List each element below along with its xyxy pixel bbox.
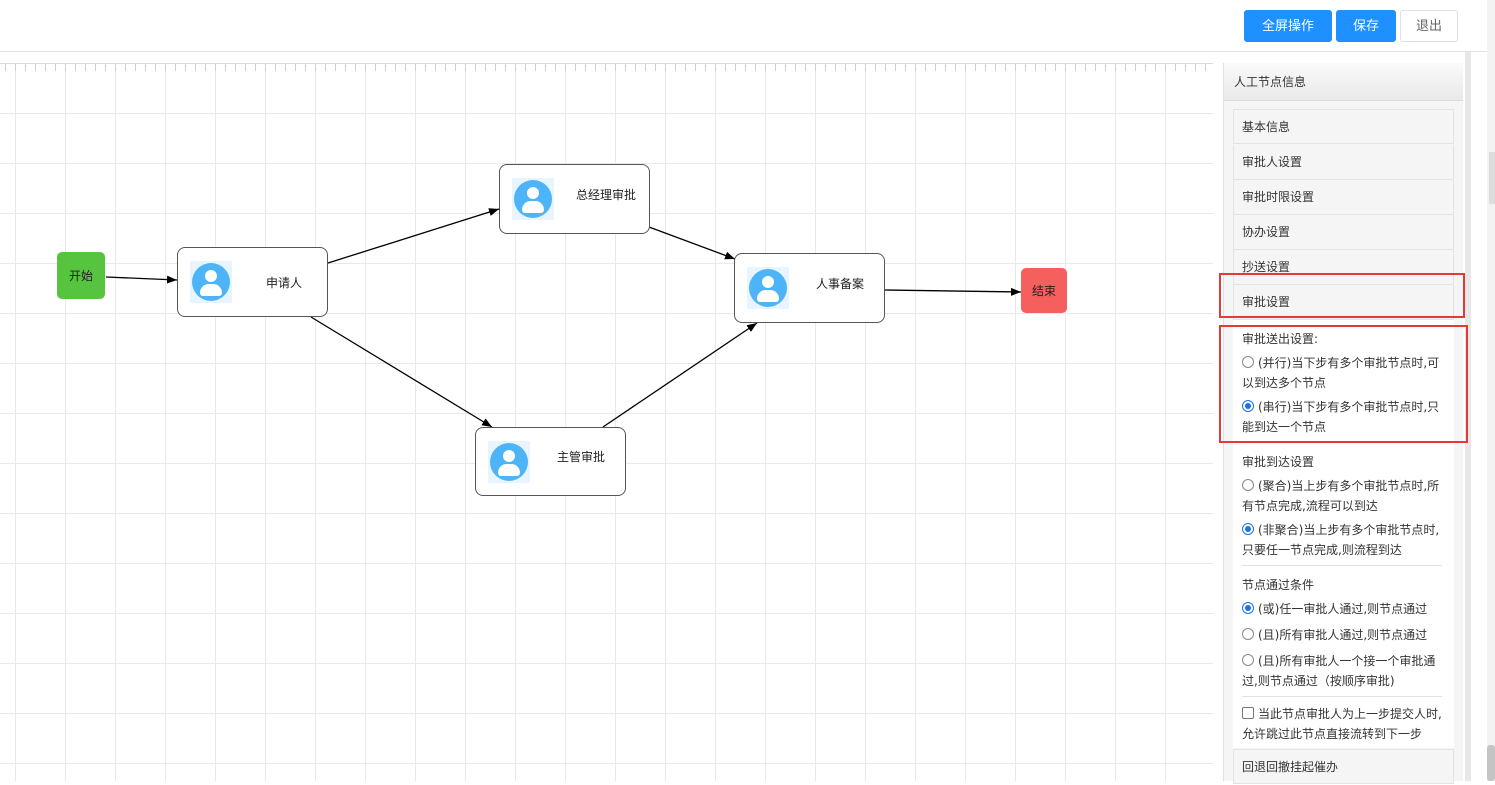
radio-and-sequential[interactable] — [1242, 654, 1254, 666]
collapse-tab[interactable] — [1489, 152, 1495, 204]
panel-title: 人工节点信息 — [1224, 63, 1463, 101]
arrive-title: 审批到达设置 — [1242, 455, 1315, 469]
node-label: 申请人 — [266, 275, 303, 290]
option-and-sequential-label: (且)所有审批人一个接一个审批通过,则节点通过（按顺序审批) — [1242, 654, 1436, 688]
save-button[interactable]: 保存 — [1336, 10, 1396, 42]
option-or-any[interactable]: (或)任一审批人通过,则节点通过 — [1242, 599, 1442, 619]
highlight-box — [1219, 325, 1468, 443]
user-avatar-icon — [190, 261, 232, 303]
option-non-merge-label: (非聚合)当上步有多个审批节点时,只要任一节点完成,则流程到达 — [1242, 523, 1440, 557]
radio-serial[interactable] — [1242, 400, 1254, 412]
divider — [1242, 696, 1442, 697]
node-hr-filing[interactable]: 人事备案 — [734, 253, 885, 323]
option-non-merge[interactable]: (非聚合)当上步有多个审批节点时,只要任一节点完成,则流程到达 — [1242, 520, 1442, 560]
radio-non-merge[interactable] — [1242, 523, 1254, 535]
scrollbar-thumb[interactable] — [1487, 745, 1495, 781]
user-avatar-icon — [488, 441, 530, 483]
section-assist-settings[interactable]: 协办设置 — [1233, 215, 1454, 250]
node-label: 人事备案 — [816, 276, 865, 291]
option-skip-label: 当此节点审批人为上一步提交人时,允许跳过此节点直接流转到下一步 — [1242, 707, 1442, 741]
user-avatar-icon — [747, 267, 789, 309]
checkbox-skip[interactable] — [1242, 707, 1254, 719]
option-merge-label: (聚合)当上步有多个审批节点时,所有节点完成,流程可以到达 — [1242, 479, 1440, 513]
section-rollback[interactable]: 回退回撤挂起催办 — [1233, 749, 1454, 784]
node-label: 主管审批 — [557, 450, 606, 464]
property-panel: 人工节点信息 基本信息 审批人设置 审批时限设置 协办设置 抄送设置 审批设置 … — [1219, 63, 1468, 784]
highlight-box — [1219, 273, 1465, 318]
radio-and-all[interactable] — [1242, 628, 1254, 640]
section-approval-settings[interactable]: 审批设置 — [1233, 285, 1454, 320]
radio-merge[interactable] — [1242, 479, 1254, 491]
node-supervisor-approval[interactable]: 主管审批 — [475, 427, 626, 496]
option-or-any-label: (或)任一审批人通过,则节点通过 — [1258, 602, 1428, 616]
top-toolbar: 全屏操作 保存 退出 — [0, 0, 1495, 52]
option-serial[interactable]: (串行)当下步有多个审批节点时,只能到达一个节点 — [1242, 397, 1442, 437]
panel-scrollbar[interactable] — [1465, 52, 1471, 781]
radio-parallel[interactable] — [1242, 356, 1254, 368]
option-and-all[interactable]: (且)所有审批人通过,则节点通过 — [1242, 625, 1442, 645]
node-gm-approval[interactable]: 总经理审批 — [499, 164, 650, 234]
section-basic-info[interactable]: 基本信息 — [1233, 109, 1454, 144]
option-parallel-label: (并行)当下步有多个审批节点时,可以到达多个节点 — [1242, 356, 1440, 390]
option-parallel[interactable]: (并行)当下步有多个审批节点时,可以到达多个节点 — [1242, 353, 1442, 393]
fullscreen-button[interactable]: 全屏操作 — [1244, 10, 1332, 42]
section-time-limit-settings[interactable]: 审批时限设置 — [1233, 180, 1454, 215]
divider — [1242, 565, 1442, 566]
section-approver-settings[interactable]: 审批人设置 — [1233, 145, 1454, 180]
option-skip[interactable]: 当此节点审批人为上一步提交人时,允许跳过此节点直接流转到下一步 — [1242, 704, 1442, 744]
canvas-ruler — [0, 63, 1213, 71]
section-cc-settings[interactable]: 抄送设置 — [1233, 250, 1454, 285]
option-merge[interactable]: (聚合)当上步有多个审批节点时,所有节点完成,流程可以到达 — [1242, 476, 1442, 516]
ruler-line — [0, 63, 1213, 64]
exit-button[interactable]: 退出 — [1400, 10, 1458, 42]
page-scrollbar[interactable] — [1487, 0, 1495, 781]
node-applicant[interactable]: 申请人 — [177, 247, 328, 317]
end-node[interactable]: 结束 — [1021, 268, 1067, 313]
pass-title: 节点通过条件 — [1242, 578, 1315, 592]
option-serial-label: (串行)当下步有多个审批节点时,只能到达一个节点 — [1242, 400, 1440, 434]
approval-settings-body — [1233, 320, 1454, 748]
node-label: 总经理审批 — [576, 187, 637, 202]
start-node[interactable]: 开始 — [57, 252, 105, 299]
user-avatar-icon — [512, 178, 554, 220]
option-and-all-label: (且)所有审批人通过,则节点通过 — [1258, 628, 1428, 642]
send-out-title: 审批送出设置: — [1242, 332, 1319, 346]
option-and-sequential[interactable]: (且)所有审批人一个接一个审批通过,则节点通过（按顺序审批) — [1242, 651, 1442, 691]
radio-or-any[interactable] — [1242, 602, 1254, 614]
